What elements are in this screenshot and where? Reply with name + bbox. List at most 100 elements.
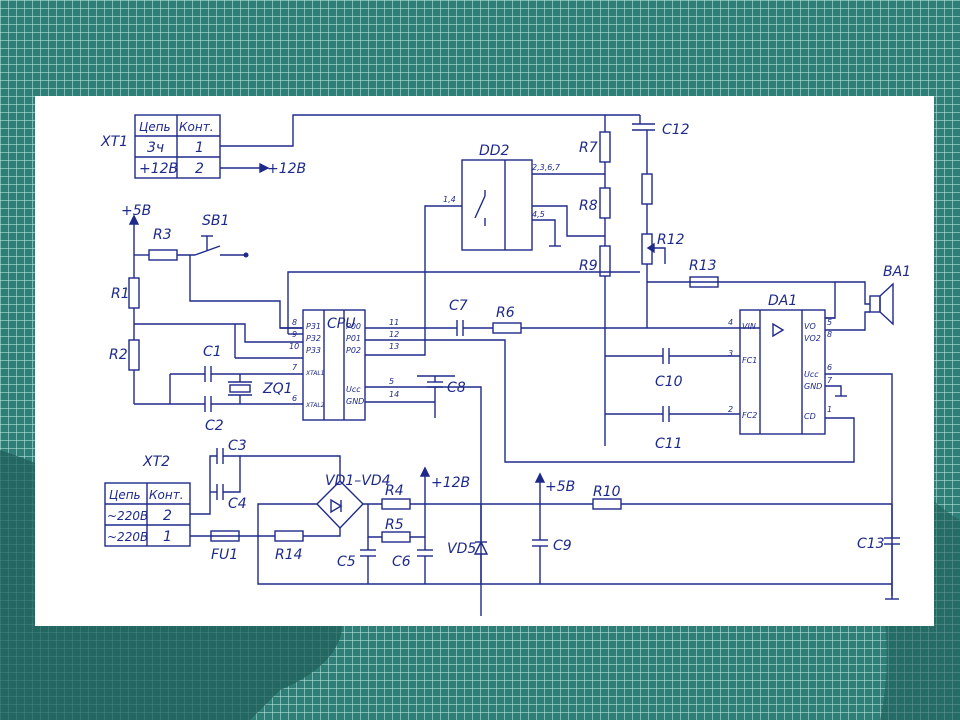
r5-label: R5 xyxy=(385,517,404,533)
c10-label: C10 xyxy=(655,374,683,390)
sb1-button: SB1 xyxy=(194,213,249,258)
vd5-label: VD5 xyxy=(447,541,476,557)
da1-pin-vin: VIN xyxy=(742,322,756,331)
xt2-ref: XT2 xyxy=(142,454,170,470)
r5-body xyxy=(381,531,411,543)
da1-pin-gnd: GND xyxy=(804,382,822,391)
xt2-row1-circuit: ~220В xyxy=(107,509,148,523)
c1-label: C1 xyxy=(203,344,222,360)
xt1-row1-contact: 1 xyxy=(195,140,204,156)
xt2-row2-circuit: ~220В xyxy=(107,530,148,544)
r6-label: R6 xyxy=(496,305,515,321)
cpu-pin-xtal1: XTAL1 xyxy=(305,370,325,377)
cpu-pinnum-5: 5 xyxy=(389,377,394,386)
xt1-header-contact: Конт. xyxy=(179,120,214,134)
r1-body xyxy=(128,277,140,309)
dd2-pin-right-top: 2,3,6,7 xyxy=(532,163,561,172)
r12-label: R12 xyxy=(657,232,685,248)
cpu-pinnum-13: 13 xyxy=(389,342,399,351)
cpu-chip: CPU P31 P32 P33 XTAL1 XTAL2 8 9 10 7 6 P… xyxy=(289,309,399,421)
r13-body xyxy=(689,276,719,288)
da1-pin-cd: CD xyxy=(804,412,816,421)
c13-label: C13 xyxy=(857,536,885,552)
r2-label: R2 xyxy=(109,347,128,363)
da1-pinnum-2: 2 xyxy=(728,405,733,414)
da1-pin-vo2: VO2 xyxy=(804,334,821,343)
cpu-pin-xtal2: XTAL2 xyxy=(305,402,325,409)
xt1-connector: XT1 Цепь Конт. 3ч 1 +12В 2 xyxy=(100,114,221,179)
cpu-pin-p33: P33 xyxy=(306,346,321,355)
cpu-label: CPU xyxy=(327,316,355,332)
xt1-row2-contact: 2 xyxy=(195,161,204,177)
ba1-label: BA1 xyxy=(883,264,911,280)
r3-body xyxy=(148,249,178,261)
ba1-speaker-icon: BA1 xyxy=(869,264,911,326)
da1-amplifier: DA1 VIN FC1 FC2 4 3 2 VO VO2 Ucc GND CD … xyxy=(728,293,833,435)
r4-label: R4 xyxy=(385,483,404,499)
da1-pin-fc2: FC2 xyxy=(742,411,757,420)
xt2-header-circuit: Цепь xyxy=(109,488,141,502)
da1-pinnum-8: 8 xyxy=(827,330,832,339)
supply-plus12-mid: +12В xyxy=(431,475,470,491)
r7-label: R7 xyxy=(579,140,598,156)
c12-label: C12 xyxy=(662,122,690,138)
xt2-header-contact: Конт. xyxy=(149,488,184,502)
supply-plus5-left: +5В xyxy=(121,203,151,219)
xt2-row2-contact: 1 xyxy=(163,529,172,545)
cpu-pinnum-6: 6 xyxy=(292,394,297,403)
xt1-row1-circuit: 3ч xyxy=(147,140,164,156)
zq1-crystal: ZQ1 xyxy=(228,374,293,404)
dd2-pin-left: 1,4 xyxy=(443,195,456,204)
r6-body xyxy=(492,322,522,334)
da1-pinnum-3: 3 xyxy=(728,349,733,358)
vd1-vd4-bridge: VD1–VD4 xyxy=(316,473,391,530)
xt1-header-circuit: Цепь xyxy=(139,120,171,134)
da1-pinnum-1: 1 xyxy=(827,405,832,414)
r12a-body xyxy=(641,173,653,205)
r8-label: R8 xyxy=(579,198,598,214)
dd2-pin-right-mid: 4,5 xyxy=(532,210,545,219)
xt2-row1-contact: 2 xyxy=(163,508,172,524)
r2-body xyxy=(128,339,140,371)
r14-label: R14 xyxy=(275,547,303,563)
da1-pinnum-6: 6 xyxy=(827,363,832,372)
xt1-plus12-label: +12В xyxy=(267,161,306,177)
c6-label: C6 xyxy=(392,554,411,570)
r9-label: R9 xyxy=(579,258,598,274)
c11-label: C11 xyxy=(655,436,683,452)
vd5-zener: VD5 xyxy=(447,504,489,584)
fu1-label: FU1 xyxy=(211,547,238,563)
r3-label: R3 xyxy=(153,227,172,243)
c3-label: C3 xyxy=(228,438,247,454)
cpu-pinnum-11: 11 xyxy=(389,318,399,327)
r10-body xyxy=(592,498,622,510)
r4-body xyxy=(381,498,411,510)
circuit-schematic: XT1 Цепь Конт. 3ч 1 +12В 2 +12В +5В R3 S… xyxy=(100,114,911,616)
da1-pinnum-4: 4 xyxy=(728,318,733,327)
r14-body xyxy=(274,530,304,542)
da1-pin-ucc: Ucc xyxy=(804,370,819,379)
cpu-pin-p31: P31 xyxy=(306,322,321,331)
cpu-pin-p00: P00 xyxy=(346,322,361,331)
zq1-label: ZQ1 xyxy=(262,381,293,397)
cpu-pinnum-8: 8 xyxy=(292,318,297,327)
vd1-vd4-label: VD1–VD4 xyxy=(325,473,391,489)
cpu-pin-gnd: GND xyxy=(346,397,364,406)
dd2-label: DD2 xyxy=(479,143,510,159)
cpu-pinnum-14: 14 xyxy=(389,390,399,399)
schematic-sheet: XT1 Цепь Конт. 3ч 1 +12В 2 +12В +5В R3 S… xyxy=(35,96,934,626)
cpu-pin-p01: P01 xyxy=(346,334,361,343)
r8-body xyxy=(599,187,611,219)
r7-body xyxy=(599,131,611,163)
da1-pinnum-7: 7 xyxy=(827,376,833,385)
c2-label: C2 xyxy=(205,418,224,434)
xt2-connector: XT2 Цепь Конт. ~220В 2 ~220В 1 xyxy=(104,454,191,547)
cpu-pinnum-10: 10 xyxy=(289,342,299,351)
xt1-ref: XT1 xyxy=(100,134,128,150)
c9-label: C9 xyxy=(553,538,572,554)
c5-label: C5 xyxy=(337,554,356,570)
da1-pinnum-5: 5 xyxy=(827,318,832,327)
cpu-pin-ucc: Ucc xyxy=(346,385,361,394)
c7-label: C7 xyxy=(449,298,468,314)
da1-label: DA1 xyxy=(768,293,797,309)
